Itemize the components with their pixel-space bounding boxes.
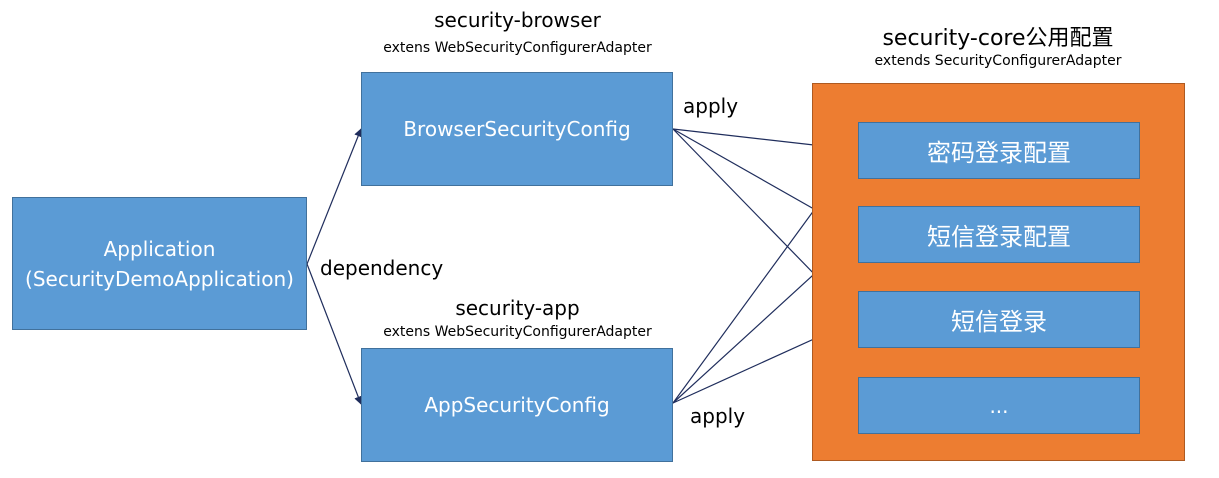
apply-bottom-label: apply (690, 404, 746, 428)
app-title: security-app (455, 296, 580, 320)
core-subtitle: extends SecurityConfigurerAdapter (874, 53, 1122, 69)
dependency-label: dependency (320, 256, 444, 280)
core-item-password-login-config: 密码登录配置 (858, 122, 1140, 179)
core-item-label: 密码登录配置 (927, 139, 1071, 167)
core-item-ellipsis: ... (858, 377, 1140, 434)
app-security-config-node: AppSecurityConfig (361, 348, 673, 462)
application-node: Application (SecurityDemoApplication) (12, 197, 307, 330)
browser-subtitle: extens WebSecurityConfigurerAdapter (383, 40, 652, 56)
application-line1: Application (103, 236, 216, 261)
core-title: security-core公用配置 (882, 26, 1114, 51)
apply-top-label: apply (683, 94, 739, 118)
app-box-label: AppSecurityConfig (424, 393, 610, 417)
app-subtitle: extens WebSecurityConfigurerAdapter (383, 324, 652, 340)
browser-title: security-browser (434, 8, 601, 32)
browser-box-label: BrowserSecurityConfig (403, 117, 631, 141)
arrow-app-to-browser (306, 128, 363, 265)
core-item-label: 短信登录 (951, 308, 1047, 336)
core-item-label: 短信登录配置 (927, 223, 1071, 251)
core-item-sms-login: 短信登录 (858, 291, 1140, 348)
core-item-label: ... (989, 393, 1009, 418)
core-item-sms-login-config: 短信登录配置 (858, 206, 1140, 263)
application-line2: (SecurityDemoApplication) (25, 266, 294, 291)
arrow-app-to-app (306, 263, 363, 405)
browser-security-config-node: BrowserSecurityConfig (361, 72, 673, 186)
